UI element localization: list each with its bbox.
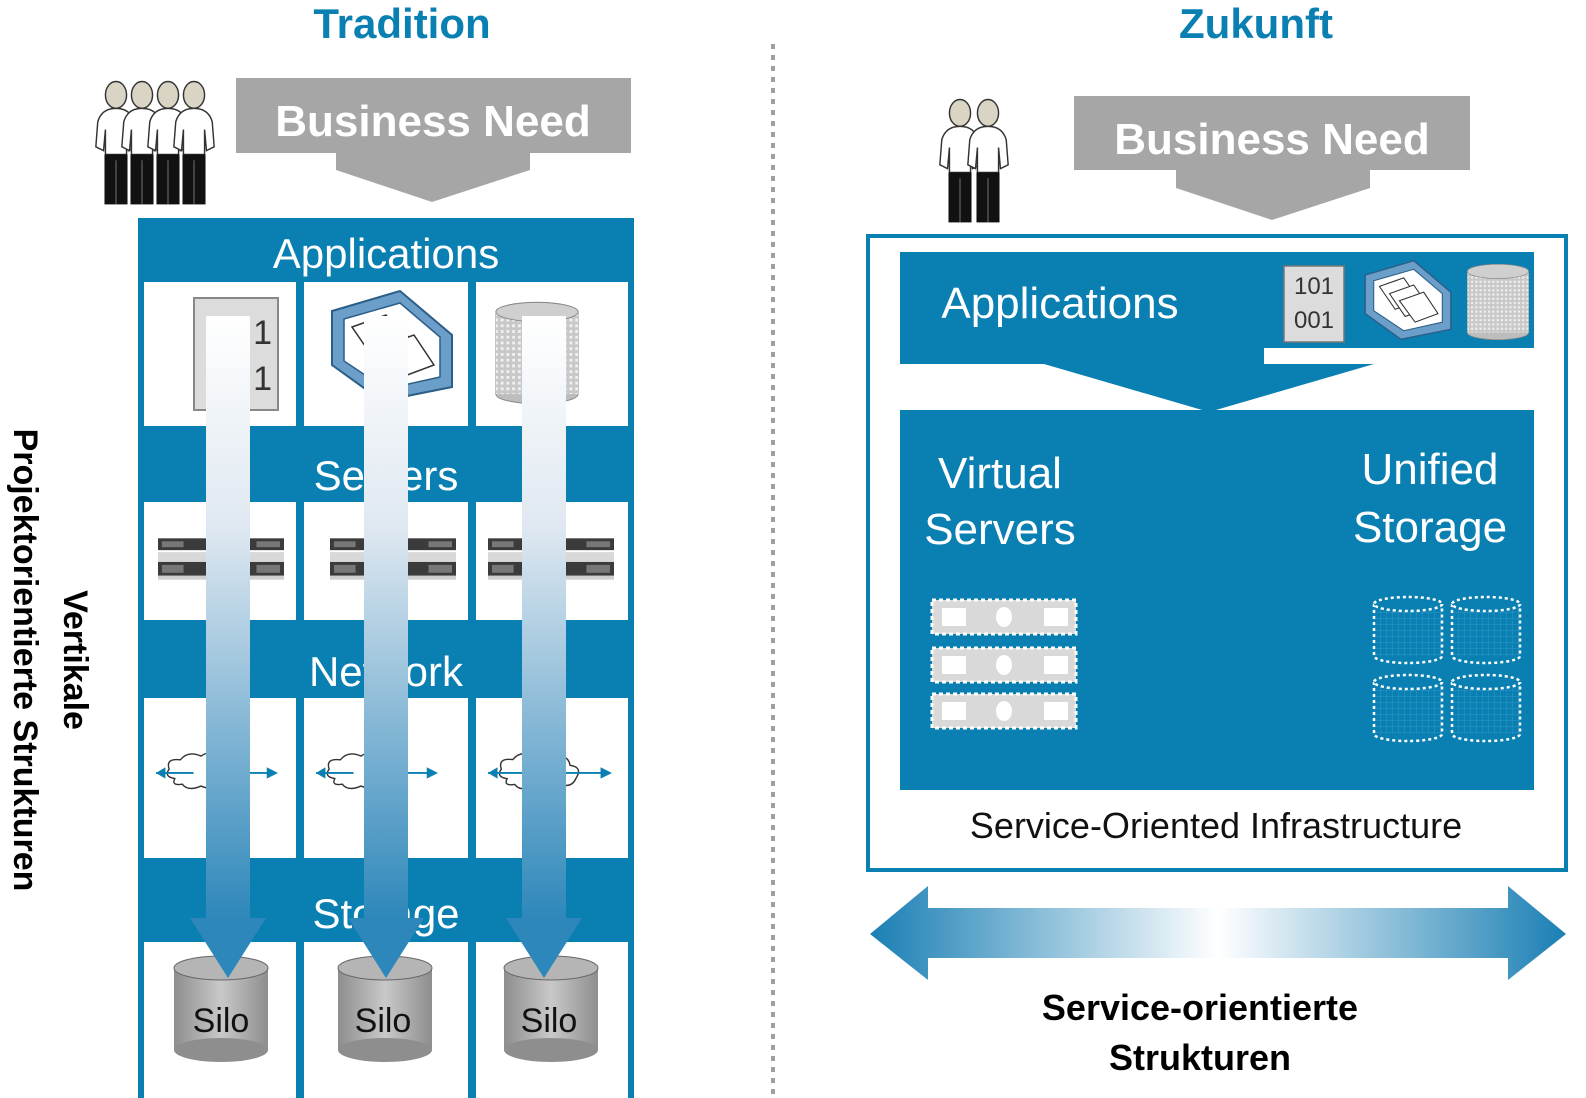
- silo-arrow-3: [506, 316, 582, 978]
- business-need-arrow-right: [1074, 96, 1470, 220]
- people-group-icon: [95, 80, 215, 206]
- virtual-servers-line2: Servers: [924, 505, 1076, 554]
- vertical-label-line2: Projektorientierte Strukturen: [6, 429, 44, 892]
- soi-label: Service-Oriented Infrastructure: [970, 805, 1462, 846]
- binary-row-2: 001: [1294, 307, 1334, 334]
- business-need-label-right: Business Need: [1114, 115, 1429, 164]
- silo-label-1: Silo: [193, 1002, 250, 1040]
- binary-document-icon-right: 101 001: [1283, 265, 1345, 343]
- applications-bar-label: Applications: [941, 279, 1178, 328]
- vertical-label-line1: Vertikale: [56, 590, 94, 730]
- silo-cylinder-3: [503, 955, 599, 1062]
- tradition-title: Tradition: [313, 0, 490, 47]
- virtual-server-stack-icon: [930, 598, 1078, 730]
- vertical-label: Vertikale Projektorientierte Strukturen: [6, 429, 94, 892]
- unified-storage-icon: [1372, 595, 1522, 743]
- binary-row-1: 101: [1294, 273, 1334, 300]
- database-icon-right: [1467, 263, 1529, 341]
- zukunft-title: Zukunft: [1179, 0, 1333, 47]
- silo-arrow-1: [190, 316, 266, 978]
- layer-applications-label: Applications: [273, 230, 499, 277]
- horizontal-double-arrow: [870, 886, 1566, 980]
- business-need-label: Business Need: [275, 97, 590, 146]
- silo-label-3: Silo: [521, 1002, 578, 1040]
- people-pair-icon: [939, 98, 1009, 224]
- virtual-servers-line1: Virtual: [938, 449, 1062, 498]
- binary-digit-2: 1: [253, 360, 272, 398]
- business-need-arrow: [236, 78, 631, 202]
- unified-storage-line2: Storage: [1353, 503, 1507, 552]
- silo-arrow-2: [348, 316, 424, 978]
- unified-storage-line1: Unified: [1362, 445, 1499, 494]
- bottom-label-line2: Strukturen: [1109, 1037, 1291, 1078]
- silo-label-2: Silo: [355, 1002, 412, 1040]
- silo-cylinder-1: [173, 955, 269, 1062]
- funnel-arrow: [900, 348, 1374, 412]
- bottom-label-line1: Service-orientierte: [1042, 987, 1358, 1028]
- binary-digit-1: 1: [253, 314, 272, 352]
- silo-cylinder-2: [337, 955, 433, 1062]
